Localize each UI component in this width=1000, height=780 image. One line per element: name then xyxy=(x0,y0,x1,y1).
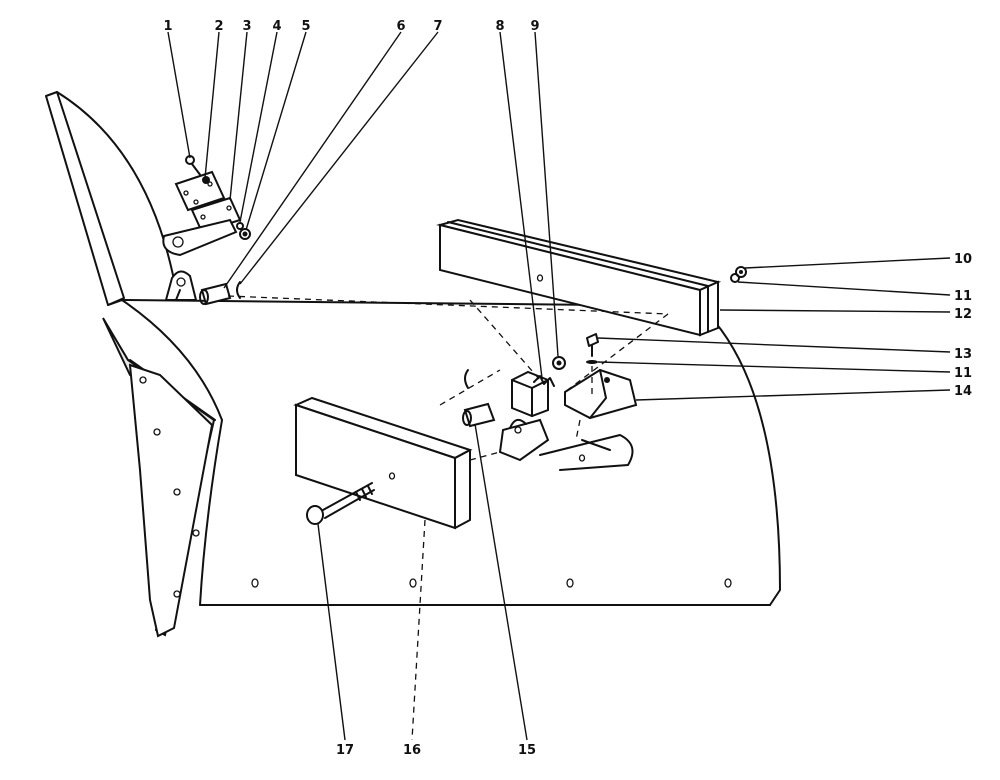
callout-11-upper: 11 xyxy=(954,289,972,304)
assembly-lines xyxy=(227,295,669,461)
callout-15: 15 xyxy=(518,743,536,758)
leader-lines xyxy=(167,31,951,741)
callout-16: 16 xyxy=(403,743,421,758)
callout-7: 7 xyxy=(433,19,442,34)
callout-14: 14 xyxy=(954,384,972,399)
carriage-bolt xyxy=(306,482,375,525)
end-cutting-edge xyxy=(102,317,216,638)
callout-10: 10 xyxy=(954,252,972,267)
callout-4: 4 xyxy=(272,19,281,34)
callout-2: 2 xyxy=(214,19,223,34)
callout-17: 17 xyxy=(336,743,354,758)
callout-6: 6 xyxy=(396,19,405,34)
callout-3: 3 xyxy=(242,19,251,34)
callout-9: 9 xyxy=(530,19,539,34)
callout-5: 5 xyxy=(301,19,310,34)
trip-hinge-assembly xyxy=(462,333,638,471)
callout-12: 12 xyxy=(954,307,972,322)
rubber-cushion-blocks xyxy=(436,218,747,337)
lower-spacer-block xyxy=(293,396,473,530)
moldboard xyxy=(45,91,781,606)
callout-1: 1 xyxy=(163,19,172,34)
hinge-hardware xyxy=(162,155,251,306)
callout-labels: 1 2 3 4 5 6 7 8 9 10 11 12 13 11 14 15 1… xyxy=(163,19,972,758)
callout-13: 13 xyxy=(954,347,972,362)
callout-11-lower: 11 xyxy=(954,366,972,381)
callout-8: 8 xyxy=(495,19,504,34)
